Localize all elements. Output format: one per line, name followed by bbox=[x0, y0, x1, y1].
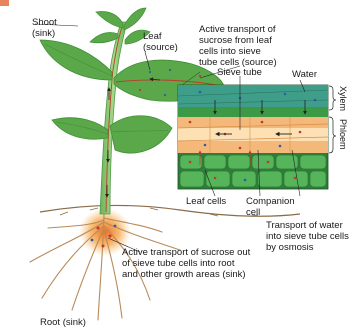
cross-section-inset bbox=[178, 85, 328, 189]
label-water: Water bbox=[292, 69, 317, 80]
label-active-transport-root: Active transport of sucrose out of sieve… bbox=[122, 247, 250, 280]
left-upper-leaf bbox=[40, 40, 112, 80]
label-phloem: Phloem bbox=[338, 119, 348, 150]
xylem-bracket bbox=[329, 86, 336, 110]
label-shoot: Shoot (sink) bbox=[32, 17, 57, 39]
label-sieve-tube: Sieve tube bbox=[217, 67, 262, 78]
stem bbox=[100, 22, 127, 214]
left-lower-leaf bbox=[52, 118, 108, 140]
phloem-bracket bbox=[329, 117, 336, 153]
label-companion-cell: Companion cell bbox=[246, 196, 295, 218]
label-root: Root (sink) bbox=[40, 317, 86, 328]
label-water-transport: Transport of water into sieve tube cells… bbox=[266, 220, 349, 253]
label-xylem: Xylem bbox=[338, 86, 348, 111]
label-active-transport-leaf: Active transport of sucrose from leaf ce… bbox=[199, 24, 277, 68]
label-leaf-cells: Leaf cells bbox=[186, 196, 226, 207]
label-leaf: Leaf (source) bbox=[143, 31, 178, 53]
right-lower-leaf bbox=[110, 116, 172, 153]
